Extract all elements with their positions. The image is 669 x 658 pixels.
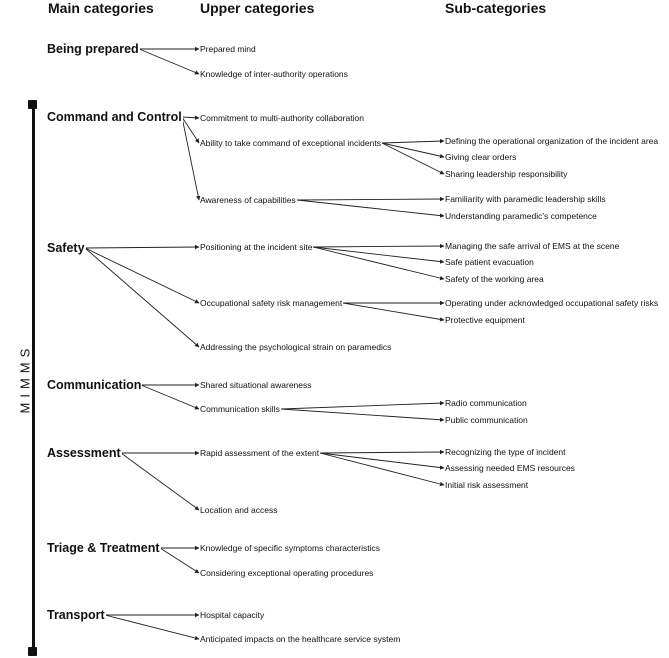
main-category-communication: Communication [47, 378, 143, 392]
header-main-categories: Main categories [48, 0, 154, 16]
connector-main-to-upper [84, 247, 200, 348]
connector-main-to-upper [159, 547, 200, 574]
sub-category-sharing-leadership-responsibility: Sharing leadership responsibility [445, 169, 568, 179]
connector-upper-to-sub [381, 142, 445, 175]
connector-main-to-upper [104, 614, 200, 641]
upper-category-knowledge-of-specific-symptoms-characteristics: Knowledge of specific symptoms character… [200, 543, 380, 553]
sub-category-giving-clear-orders: Giving clear orders [445, 152, 517, 162]
connector-main-to-upper [84, 247, 200, 304]
connector-upper-to-sub [296, 196, 445, 202]
connector-main-to-upper [84, 244, 200, 250]
connector-upper-to-sub [319, 452, 445, 470]
connector-upper-to-sub [342, 302, 445, 322]
upper-category-hospital-capacity: Hospital capacity [200, 610, 265, 620]
upper-category-addressing-the-psychological-strain-on-paramedics: Addressing the psychological strain on p… [200, 342, 392, 352]
sub-category-familiarity-with-paramedic-leadership-skills: Familiarity with paramedic leadership sk… [445, 194, 606, 204]
sub-category-operating-under-acknowledged-occupational-safety-risks: Operating under acknowledged occupationa… [445, 298, 659, 308]
connector-upper-to-sub [296, 199, 445, 218]
upper-category-location-and-access: Location and access [200, 505, 278, 515]
upper-category-occupational-safety-risk-management: Occupational safety risk management [200, 298, 343, 308]
header-sub-categories: Sub-categories [445, 0, 547, 16]
connector-main-to-upper [181, 115, 200, 121]
upper-category-communication-skills: Communication skills [200, 404, 280, 414]
connector-upper-to-sub [280, 400, 445, 410]
upper-category-shared-situational-awareness: Shared situational awareness [200, 380, 312, 390]
upper-category-ability-to-take-command-of-exceptional-incidents: Ability to take command of exceptional i… [200, 138, 381, 148]
connector-upper-to-sub [312, 246, 445, 264]
timeline-top-cap [28, 100, 37, 109]
upper-category-knowledge-of-inter-authority-operations: Knowledge of inter-authority operations [200, 69, 348, 79]
sub-category-defining-the-operational-organization-of-the-incident-area: Defining the operational organization of… [445, 136, 659, 146]
sub-category-safety-of-the-working-area: Safety of the working area [445, 274, 544, 284]
sub-category-public-communication: Public communication [445, 415, 528, 425]
connector-upper-to-sub [280, 408, 445, 422]
sub-category-understanding-paramedic-s-competence: Understanding paramedic's competence [445, 211, 597, 221]
sub-category-recognizing-the-type-of-incident: Recognizing the type of incident [445, 447, 566, 457]
sub-category-assessing-needed-ems-resources: Assessing needed EMS resources [445, 463, 575, 473]
connector-upper-to-sub [312, 243, 445, 249]
timeline-bottom-cap [28, 647, 37, 656]
sub-category-managing-the-safe-arrival-of-ems-at-the-scene: Managing the safe arrival of EMS at the … [445, 241, 620, 251]
connector-upper-to-sub [381, 142, 445, 159]
connector-upper-to-sub [319, 449, 445, 455]
connector-upper-to-sub [381, 138, 445, 144]
sub-category-safe-patient-evacuation: Safe patient evacuation [445, 257, 534, 267]
sub-category-protective-equipment: Protective equipment [445, 315, 525, 325]
header-upper-categories: Upper categories [200, 0, 315, 16]
upper-category-prepared-mind: Prepared mind [200, 44, 256, 54]
sub-category-radio-communication: Radio communication [445, 398, 527, 408]
main-category-transport: Transport [47, 608, 106, 622]
connector-main-to-upper [140, 384, 200, 410]
main-category-safety: Safety [47, 241, 86, 255]
connector-main-to-upper [138, 48, 200, 75]
connector-main-to-upper [181, 116, 201, 201]
main-category-triage-treatment: Triage & Treatment [47, 541, 161, 555]
upper-category-positioning-at-the-incident-site: Positioning at the incident site [200, 242, 313, 252]
upper-category-considering-exceptional-operating-procedures: Considering exceptional operating proced… [200, 568, 374, 578]
upper-category-anticipated-impacts-on-the-healthcare-service-system: Anticipated impacts on the healthcare se… [200, 634, 401, 644]
connector-main-to-upper [120, 452, 200, 511]
connector-main-to-upper [181, 116, 200, 144]
main-category-command-and-control: Command and Control [47, 110, 183, 124]
connector-upper-to-sub [319, 452, 445, 487]
main-category-being-prepared: Being prepared [47, 42, 140, 56]
mimms-timeline-bar [32, 102, 35, 652]
connector-upper-to-sub [312, 246, 445, 281]
upper-category-commitment-to-multi-authority-collaboration: Commitment to multi-authority collaborat… [200, 113, 364, 123]
main-category-assessment: Assessment [47, 446, 122, 460]
sub-category-initial-risk-assessment: Initial risk assessment [445, 480, 529, 490]
upper-category-rapid-assessment-of-the-extent: Rapid assessment of the extent [200, 448, 320, 458]
upper-category-awareness-of-capabilities: Awareness of capabilities [200, 195, 296, 205]
